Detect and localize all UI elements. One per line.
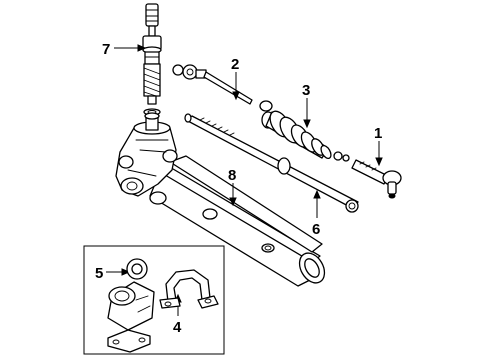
callout-7: 7 <box>102 41 110 58</box>
callout-1: 1 <box>374 125 382 142</box>
mounting-bushing-inset <box>83 245 225 355</box>
steering-rack <box>184 113 359 213</box>
callout-4: 4 <box>173 319 182 336</box>
rack-housing <box>115 112 326 287</box>
callout-2: 2 <box>231 56 239 73</box>
outer-tie-rod-end <box>351 159 402 199</box>
callout-3: 3 <box>302 82 310 99</box>
callout-8: 8 <box>228 167 236 184</box>
callout-6: 6 <box>312 221 320 238</box>
bellows-boot <box>261 110 350 162</box>
callout-5: 5 <box>95 265 103 282</box>
inner-tie-rod <box>172 64 273 112</box>
input-shaft-pinion <box>142 3 162 116</box>
